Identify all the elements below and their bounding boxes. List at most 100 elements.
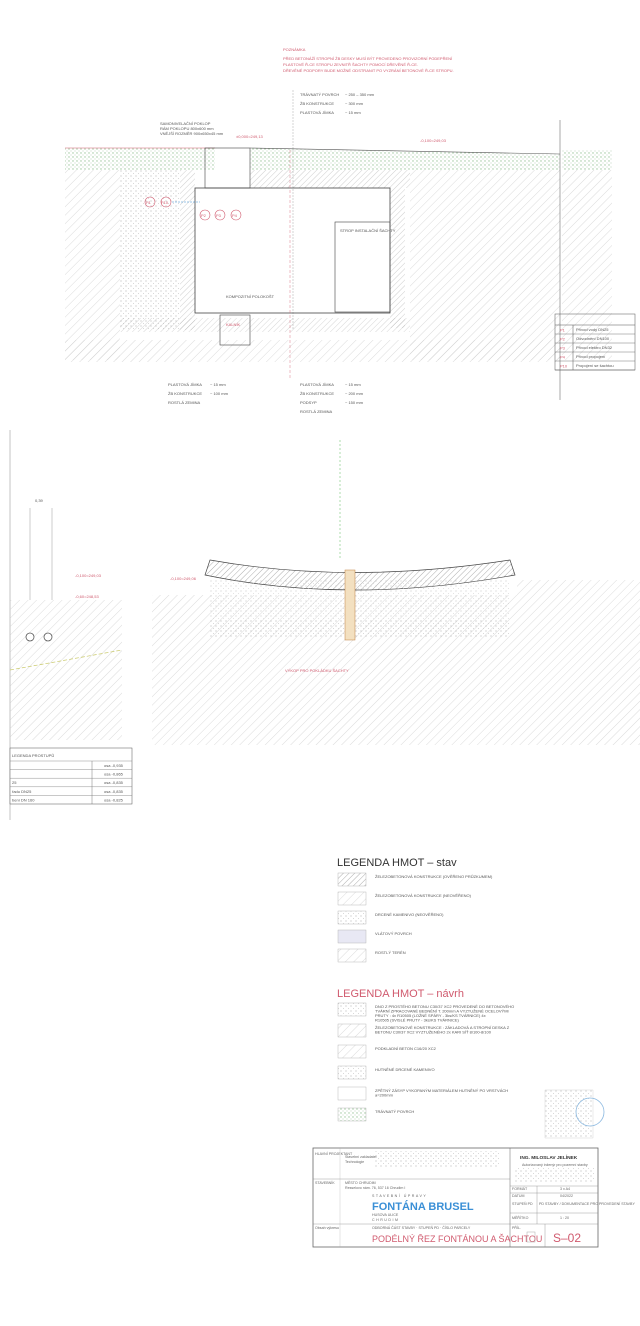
svg-text:KOMPOZITNÍ POLOKOŠT: KOMPOZITNÍ POLOKOŠT bbox=[226, 294, 275, 299]
svg-text:Autorizovaný inženýr pro pozem: Autorizovaný inženýr pro pozemní stavby bbox=[522, 1163, 588, 1167]
svg-text:VÝKOP PRO POKLÁDKU ŠACHTY: VÝKOP PRO POKLÁDKU ŠACHTY bbox=[285, 668, 349, 673]
title-block: HLAVNÍ PROJEKTANT Stavební zakladatel Te… bbox=[312, 1147, 635, 1248]
legend-item-label: VLÁTOVÝ POVRCH bbox=[375, 931, 412, 936]
layers-bottom-left: PLASTOVÁ JÍMKA ~ 15 mm ŽB KONSTRUKCE ~ 100… bbox=[168, 382, 229, 405]
svg-text:P4: P4 bbox=[232, 213, 238, 218]
svg-text:KALNÍK: KALNÍK bbox=[226, 322, 241, 327]
svg-text:Obsah výkresu: Obsah výkresu bbox=[315, 1226, 339, 1230]
svg-text:P3: P3 bbox=[216, 213, 222, 218]
legend-swatch bbox=[337, 948, 367, 963]
svg-text:ODBORNÁ ČÁST STAVBY · STUPEŇ P: ODBORNÁ ČÁST STAVBY · STUPEŇ PD · ČÍSLO … bbox=[372, 1225, 471, 1230]
legend-row-name: řadu DN25 bbox=[12, 789, 32, 794]
svg-text:MĚŘÍTKO: MĚŘÍTKO bbox=[512, 1215, 529, 1220]
layers-bottom-right: PLASTOVÁ JÍMKA~ 15 mm ŽB KONSTRUKCE~ 200… bbox=[300, 382, 364, 414]
svg-text:ŽB KONSTRUKCE: ŽB KONSTRUKCE bbox=[300, 391, 334, 396]
note-block: POZNÁMKA PŘED BETONÁŽÍ STROPNÍ ŽB DESKY … bbox=[283, 47, 454, 73]
legend-row-value: osa -0,935 bbox=[104, 763, 124, 768]
svg-text:FORMÁT: FORMÁT bbox=[512, 1187, 528, 1191]
svg-text:-0,100=249,06: -0,100=249,06 bbox=[170, 576, 197, 581]
svg-text:~ 200 mm: ~ 200 mm bbox=[345, 391, 364, 396]
svg-text:P1: P1 bbox=[146, 200, 152, 205]
project-name: FONTÁNA BRUSEL bbox=[372, 1200, 474, 1213]
legend-stav: LEGENDA HMOT – stav ŽELEZOBETONOVÁ KONST… bbox=[337, 857, 493, 963]
svg-text:STUPEŇ PD: STUPEŇ PD bbox=[512, 1202, 533, 1206]
legend-navrh-title: LEGENDA HMOT – návrh bbox=[337, 988, 464, 1000]
penetration-id: P10 bbox=[560, 364, 568, 369]
svg-text:ŽB KONSTRUKCE: ŽB KONSTRUKCE bbox=[300, 101, 334, 106]
svg-text:-0,60=248,53: -0,60=248,53 bbox=[75, 594, 99, 599]
legend-row-value: osa -0,865 bbox=[104, 772, 124, 777]
penetration-id: P1 bbox=[560, 328, 566, 333]
sheet-number: S–02 bbox=[553, 1231, 581, 1245]
svg-text:~ 15 mm: ~ 15 mm bbox=[210, 382, 226, 387]
drawing-title: PODÉLNÝ ŘEZ FONTÁNOU A ŠACHTOU bbox=[372, 1234, 542, 1244]
legend-row-value: osa -0,835 bbox=[104, 780, 124, 785]
svg-text:PŘÍL.: PŘÍL. bbox=[512, 1225, 521, 1230]
svg-text:STROP INSTALAČNÍ ŠACHTY: STROP INSTALAČNÍ ŠACHTY bbox=[340, 228, 396, 233]
svg-text:DATUM: DATUM bbox=[512, 1194, 525, 1198]
layers-top: TRÁVNATÝ POVRCH ~ 250 – 350 mm ŽB KONSTRU… bbox=[292, 90, 375, 330]
hatch-label: SAMONIVELAČNÍ POKLOP bbox=[160, 121, 211, 126]
svg-text:Resselovo nám. 76, 537 16 Chru: Resselovo nám. 76, 537 16 Chrudim I bbox=[345, 1186, 405, 1190]
legend-item-label: HUTNĚNÉ DRCENÉ KAMENIVO bbox=[375, 1067, 435, 1072]
penetration-id: P2 bbox=[560, 337, 566, 342]
svg-text:~ 300 mm: ~ 300 mm bbox=[345, 101, 364, 106]
svg-text:~ 15 mm: ~ 15 mm bbox=[345, 382, 361, 387]
svg-text:STAVEBNÍK: STAVEBNÍK bbox=[315, 1181, 335, 1185]
svg-text:HUSOVA ULICE: HUSOVA ULICE bbox=[372, 1213, 399, 1217]
svg-text:PD STAVBY / DOKUMENTACE PRO PR: PD STAVBY / DOKUMENTACE PRO PROVEDENÍ ST… bbox=[539, 1202, 635, 1206]
svg-text:TRÁVNATÝ POVRCH: TRÁVNATÝ POVRCH bbox=[300, 92, 339, 97]
legend-swatch bbox=[337, 929, 367, 944]
penetration-markers: P1 P10 P2 P3 P4 bbox=[144, 196, 242, 221]
svg-text:STAVEBNÍ ÚPRAVY: STAVEBNÍ ÚPRAVY bbox=[372, 1193, 427, 1198]
legend-item-label: ŽELEZOBETONOVÁ KONSTRUKCE (OVĚŘENO PRŮZK… bbox=[375, 874, 493, 879]
engineer-name: ING. MILOSLAV JELÍNEK bbox=[520, 1153, 578, 1161]
svg-text:P2: P2 bbox=[201, 213, 207, 218]
legend-swatch bbox=[337, 891, 367, 906]
legend-item-label: ROSTLÝ TERÉN bbox=[375, 950, 406, 955]
svg-text:P10: P10 bbox=[161, 200, 169, 205]
note-line: PLASTOVÉ Ř-CE STROPU ZEVNITŘ ŠACHTY POMO… bbox=[283, 62, 418, 67]
svg-text:PLASTOVÁ JÍMKA: PLASTOVÁ JÍMKA bbox=[168, 382, 202, 387]
svg-text:HLAVNÍ PROJEKTANT: HLAVNÍ PROJEKTANT bbox=[315, 1152, 353, 1156]
svg-text:ROSTLÁ ZEMINA: ROSTLÁ ZEMINA bbox=[168, 400, 201, 405]
svg-text:PLASTOVÁ JÍMKA: PLASTOVÁ JÍMKA bbox=[300, 110, 334, 115]
svg-text:~ 250 – 350 mm: ~ 250 – 350 mm bbox=[345, 92, 375, 97]
legend-stav-title: LEGENDA HMOT – stav bbox=[337, 857, 457, 869]
svg-text:RÁM POKLOPU 800x600 mm: RÁM POKLOPU 800x600 mm bbox=[160, 126, 214, 131]
svg-text:Stavební zakladatel: Stavební zakladatel bbox=[345, 1155, 377, 1159]
note-line: PŘED BETONÁŽÍ STROPNÍ ŽB DESKY MUSÍ BÝT … bbox=[283, 56, 453, 61]
legend-item-label: ŽELEZOBETONOVÁ KONSTRUKCE (NEOVĚŘENO) bbox=[375, 893, 472, 898]
penetration-desc: Odvodnění DN100 bbox=[576, 336, 610, 341]
svg-text:~ 15 mm: ~ 15 mm bbox=[345, 110, 361, 115]
penetration-desc: Přívod elektro DN32 bbox=[576, 345, 613, 350]
level-marker: ±0,000=249,13 bbox=[236, 134, 264, 139]
svg-text:0,39: 0,39 bbox=[35, 498, 44, 503]
svg-text:MĚSTO CHRUDIM: MĚSTO CHRUDIM bbox=[345, 1180, 376, 1185]
svg-text:VNĚJŠÍ ROZMĚR 900x650x45 mm: VNĚJŠÍ ROZMĚR 900x650x45 mm bbox=[160, 131, 224, 136]
svg-text:ŽB KONSTRUKCE: ŽB KONSTRUKCE bbox=[168, 391, 202, 396]
svg-text:~ 100 mm: ~ 100 mm bbox=[210, 391, 229, 396]
stamp bbox=[575, 1097, 605, 1127]
svg-text:CHRUDIM: CHRUDIM bbox=[372, 1218, 399, 1222]
penetration-desc: Propojení se šachtou bbox=[576, 363, 614, 368]
svg-text:-0,100=249,03: -0,100=249,03 bbox=[75, 573, 102, 578]
svg-text:ROSTLÁ ZEMINA: ROSTLÁ ZEMINA bbox=[300, 409, 333, 414]
legend-swatch bbox=[337, 1065, 367, 1080]
legend-swatch bbox=[337, 1086, 367, 1101]
legend-item-label: TRÁVNATÝ POVRCH bbox=[375, 1109, 414, 1114]
legend-item-label: ZPĚTNÝ ZÁSYP VYKOPANÝM MATERIÁLEM HUTNĚN… bbox=[375, 1088, 508, 1098]
penetration-id: P4 bbox=[560, 355, 566, 360]
svg-text:PODSYP: PODSYP bbox=[300, 400, 317, 405]
legend-item-label: DNO Z PROSTÉHO BETONU C30/37 XC2 PROVEDE… bbox=[375, 1004, 514, 1023]
note-line: DŘEVĚNÉ PODPORY BUDE MOŽNÉ ODSTRANIT PO … bbox=[283, 68, 454, 73]
svg-text:1 : 20: 1 : 20 bbox=[560, 1216, 569, 1220]
legend-navrh: LEGENDA HMOT – návrh DNO Z PROSTÉHO BETO… bbox=[337, 988, 514, 1122]
legend-item-label: DRCENÉ KAMENIVO (NEOVĚŘENO) bbox=[375, 912, 444, 917]
legend-swatch bbox=[337, 1107, 367, 1122]
legend-prostupu-title: LEGENDA PROSTUPŮ bbox=[12, 753, 54, 758]
qr-code bbox=[544, 1089, 594, 1139]
legend-swatch bbox=[337, 1002, 367, 1017]
